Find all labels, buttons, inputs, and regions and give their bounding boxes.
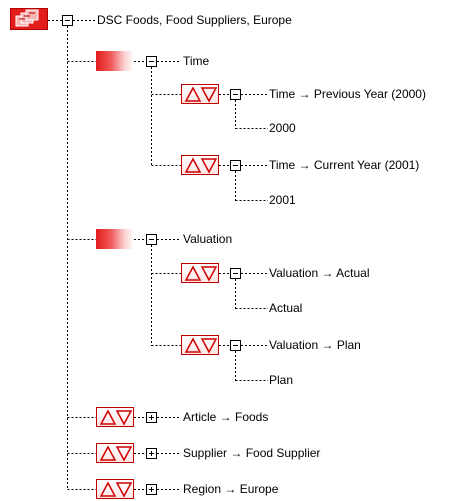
article-label: Article → Foods [183, 410, 269, 424]
expand-article-toggle[interactable] [146, 412, 157, 423]
collapse-root-toggle[interactable] [62, 15, 73, 26]
time-prev-year-label: Time → Previous Year (2000) [269, 87, 426, 101]
collapse-prev-year-toggle[interactable] [230, 89, 241, 100]
collapse-valuation-toggle[interactable] [146, 234, 157, 245]
valuation-actual-leaf: Actual [269, 301, 303, 315]
valuation-plan-leaf: Plan [269, 373, 294, 387]
root-label: DSC Foods, Food Suppliers, Europe [97, 13, 292, 27]
collapse-plan-toggle[interactable] [230, 340, 241, 351]
filter-triangles-icon[interactable] [96, 407, 134, 427]
valuation-group-label: Valuation [183, 232, 233, 246]
collapse-actual-toggle[interactable] [230, 268, 241, 279]
valuation-plan-label: Valuation → Plan [269, 338, 361, 352]
expand-supplier-toggle[interactable] [146, 448, 157, 459]
dimension-group-icon[interactable] [96, 229, 134, 249]
filter-triangles-icon[interactable] [181, 84, 219, 104]
filter-triangles-icon[interactable] [96, 443, 134, 463]
supplier-label: Supplier → Food Supplier [183, 446, 321, 460]
filter-triangles-icon[interactable] [181, 335, 219, 355]
expand-region-toggle[interactable] [146, 484, 157, 495]
time-current-year-label: Time → Current Year (2001) [269, 158, 420, 172]
filter-triangles-icon[interactable] [96, 479, 134, 499]
report-cube-icon[interactable] [10, 8, 48, 30]
time-current-year-leaf: 2001 [269, 193, 296, 207]
filter-triangles-icon[interactable] [181, 263, 219, 283]
dimension-group-icon[interactable] [96, 51, 134, 71]
valuation-actual-label: Valuation → Actual [269, 266, 370, 280]
filter-triangles-icon[interactable] [181, 155, 219, 175]
collapse-current-year-toggle[interactable] [230, 160, 241, 171]
region-label: Region → Europe [183, 482, 279, 496]
collapse-time-toggle[interactable] [146, 56, 157, 67]
time-group-label: Time [183, 54, 210, 68]
time-prev-year-leaf: 2000 [269, 121, 296, 135]
